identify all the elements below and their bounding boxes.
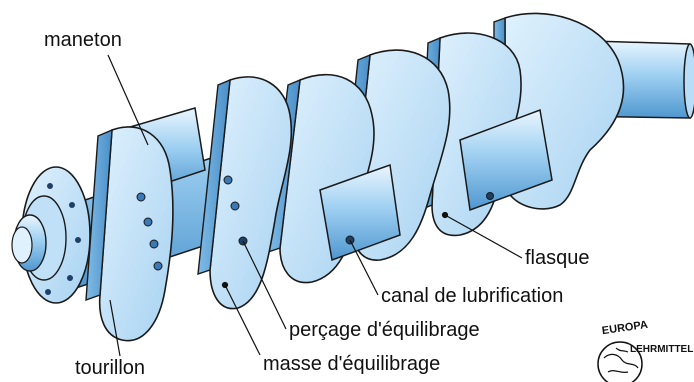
label-canal-de-lubrification: canal de lubrification — [381, 286, 563, 306]
label-masse-d-equilibrage: masse d'équilibrage — [263, 354, 440, 374]
label-maneton: maneton — [44, 30, 122, 50]
logo-text-lehrmittel: LEHRMITTEL — [630, 344, 693, 355]
front-flange — [12, 167, 90, 303]
logo-text-europa: EUROPA — [601, 319, 649, 337]
europa-lehrmittel-logo: EUROPA LEHRMITTEL — [578, 318, 694, 382]
crank-web-1 — [86, 127, 173, 341]
label-flasque: flasque — [525, 248, 590, 268]
label-tourillon: tourillon — [75, 358, 145, 378]
label-percage-d-equilibrage: perçage d'équilibrage — [289, 320, 480, 340]
crank-web-2 — [198, 77, 291, 309]
